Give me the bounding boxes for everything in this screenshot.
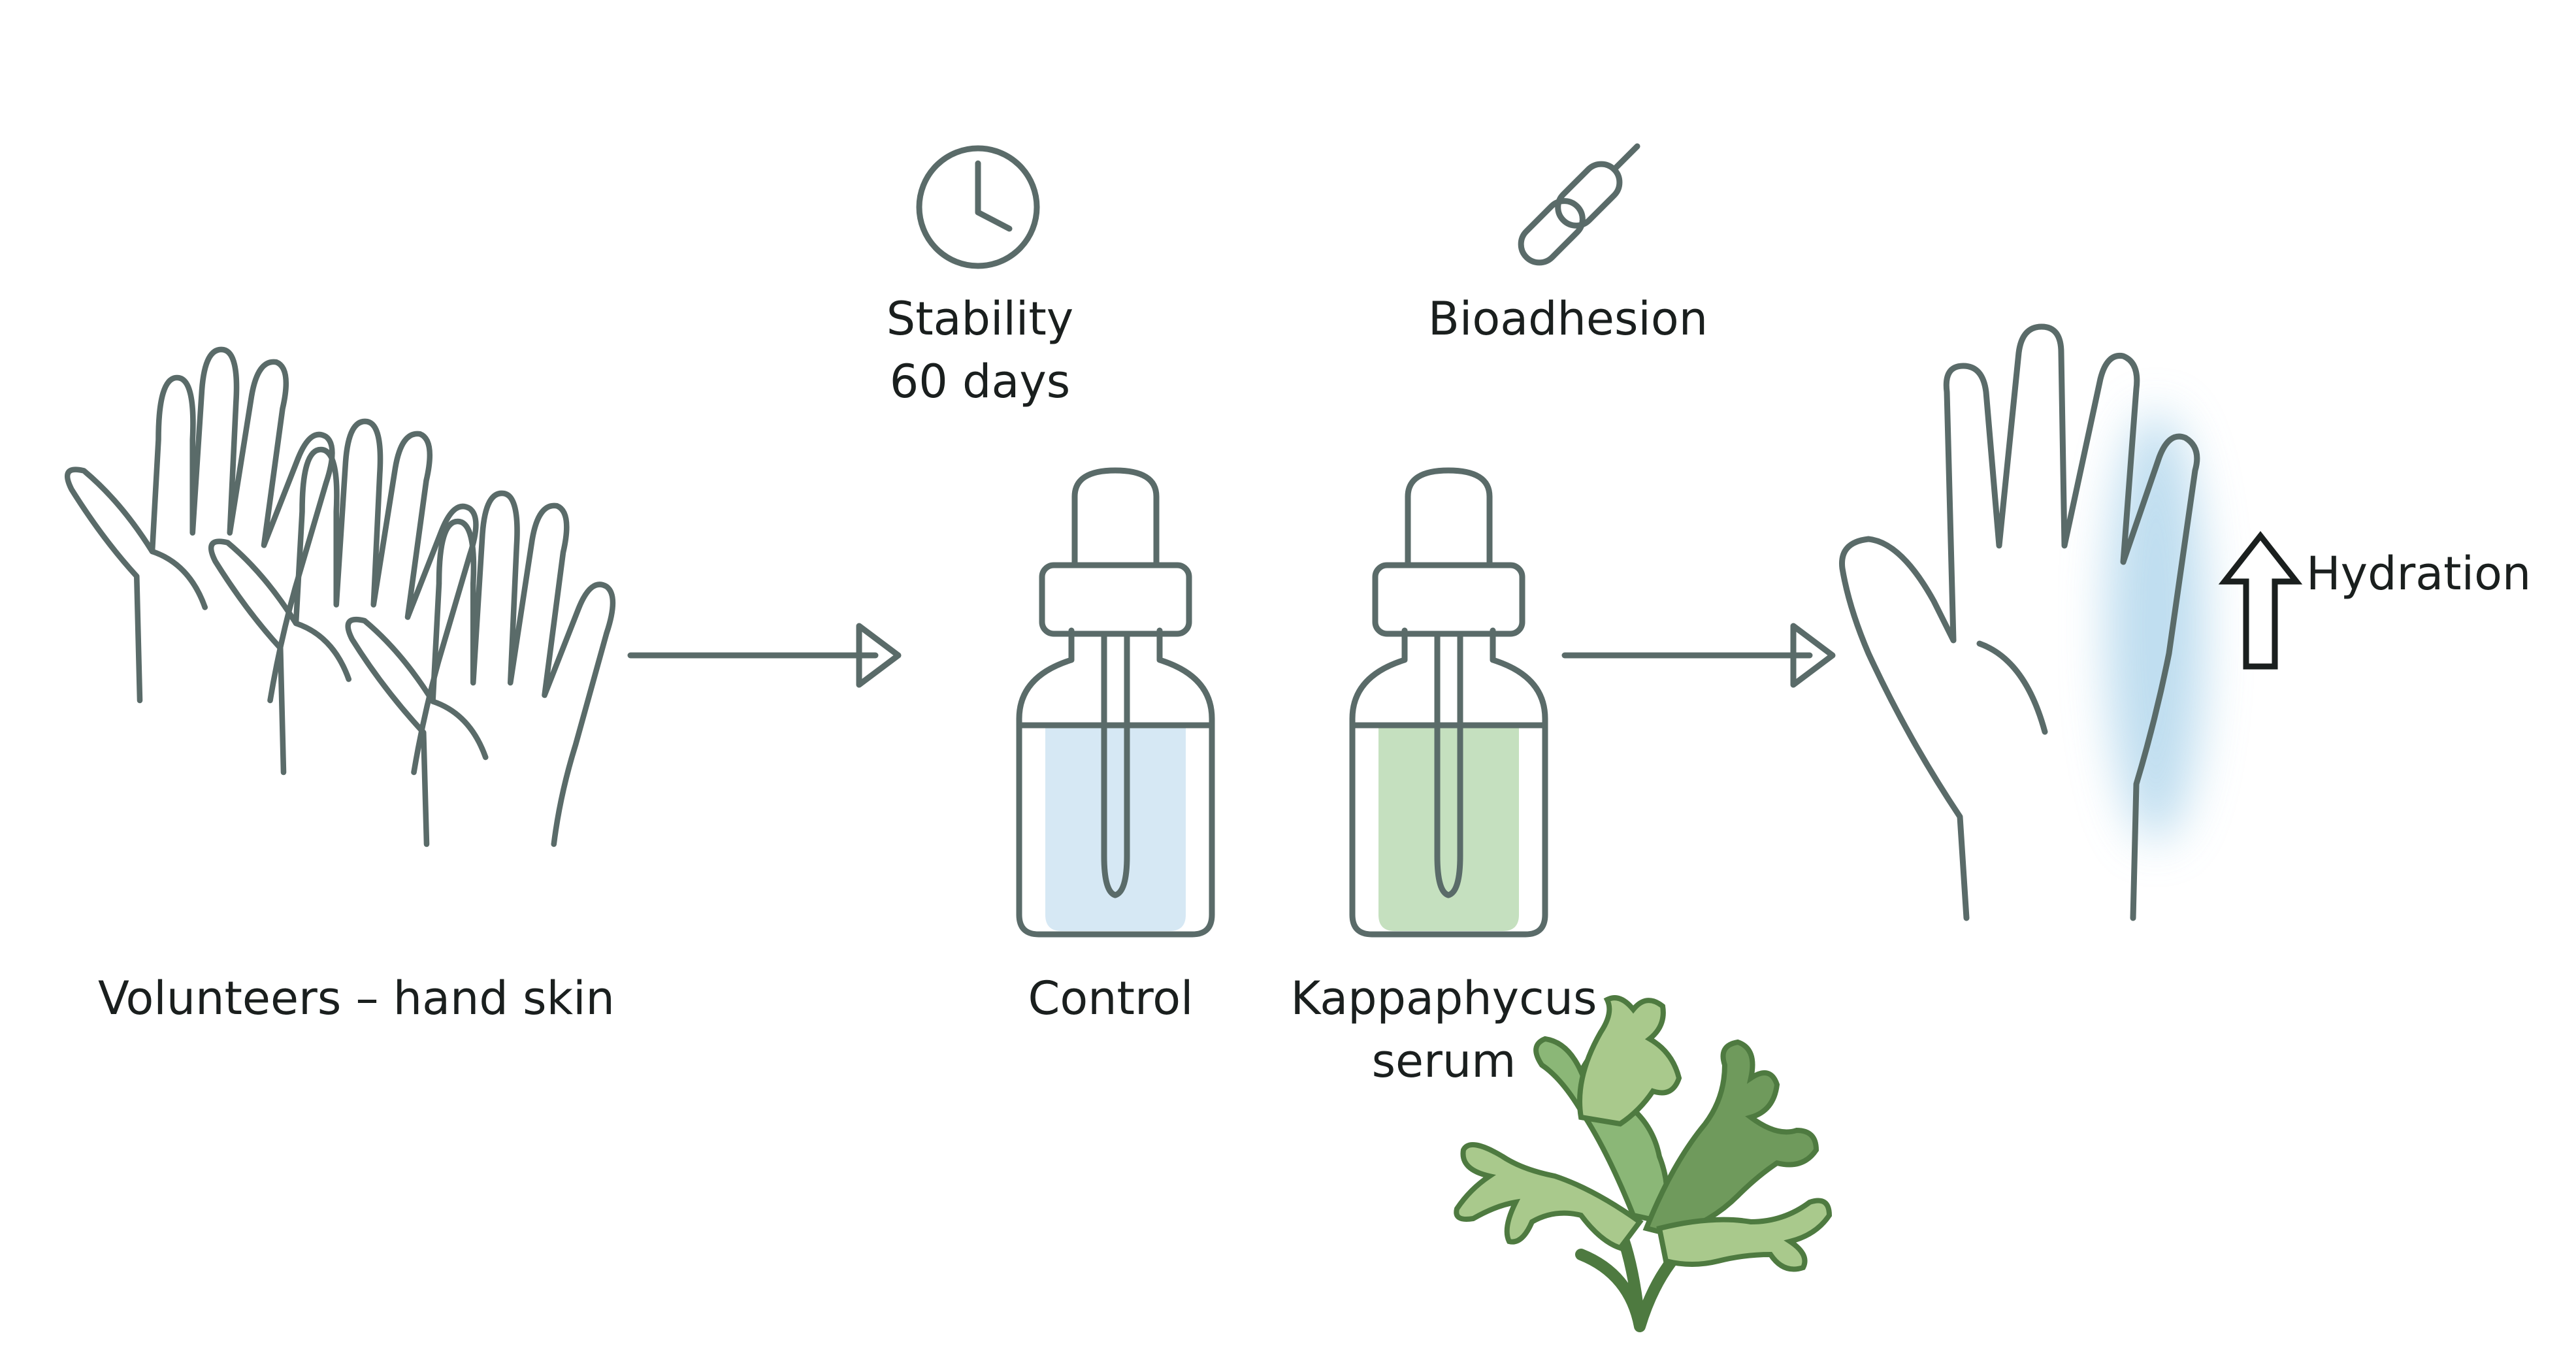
link-icon: [1518, 143, 1640, 266]
volunteer-hands-icon: [64, 346, 616, 847]
hand-middle: [208, 418, 479, 776]
hydrated-hand-icon: [1839, 323, 2205, 921]
hand-front: [345, 490, 616, 847]
bioadhesion-label: Bioadhesion: [1427, 292, 1708, 346]
serum-label-line1: Kappaphycus: [1290, 972, 1597, 1025]
arrow-up-icon: [2218, 531, 2303, 670]
flow-arrow-1: [627, 623, 902, 688]
serum-label-line2: serum: [1371, 1034, 1516, 1088]
control-label: Control: [1028, 972, 1194, 1025]
serum-bottle: [1349, 467, 1548, 938]
control-bottle: [1016, 467, 1215, 938]
stability-label-line2: 60 days: [889, 355, 1071, 408]
hydration-glow: [2107, 412, 2205, 843]
flow-arrow-2: [1561, 623, 1836, 688]
seaweed-icon: [1454, 995, 1833, 1332]
clock-icon: [916, 145, 1040, 269]
volunteers-label: Volunteers – hand skin: [98, 972, 615, 1025]
hydration-label: Hydration: [2306, 547, 2532, 600]
hand-back: [64, 346, 335, 704]
stability-label-line1: Stability: [886, 292, 1074, 346]
